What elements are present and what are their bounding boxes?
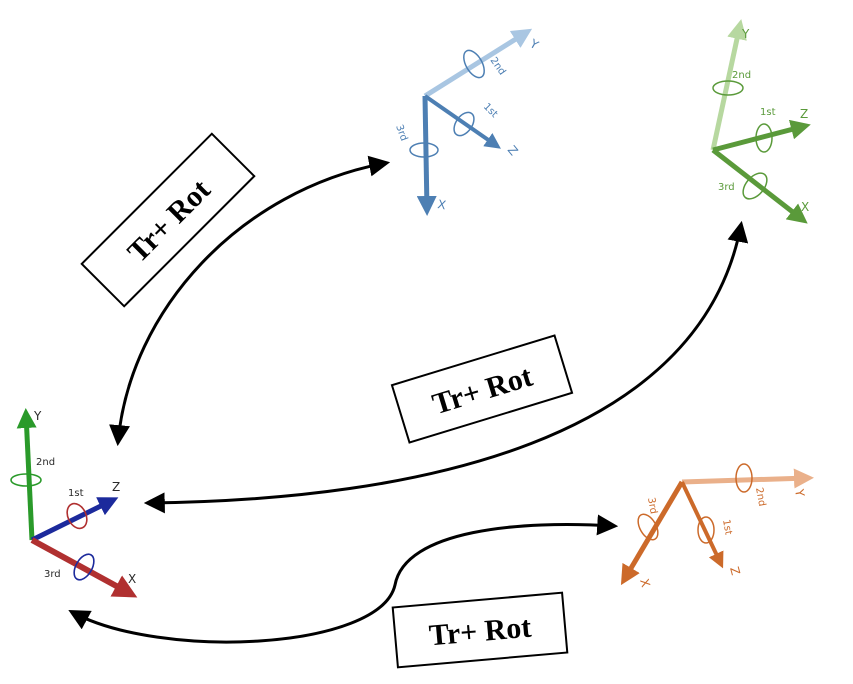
base-x-label: X: [128, 572, 136, 586]
green-z-axis: [712, 119, 811, 153]
orange-second-label: 2nd: [753, 487, 767, 508]
green-first-label: 1st: [760, 107, 776, 118]
green-frame: Y Z X 2nd 1st 3rd: [710, 19, 811, 224]
blue-frame: Y Z X 2nd 1st 3rd: [393, 28, 542, 216]
base-y-label: Y: [33, 409, 42, 423]
blue-z-label: Z: [505, 143, 521, 158]
blue-third-label: 3rd: [393, 123, 409, 142]
transform-box-1: Tr+ Rot: [80, 132, 256, 308]
base-first-label: 1st: [68, 488, 84, 499]
blue-y-label: Y: [527, 36, 542, 53]
green-y-axis: [710, 19, 747, 151]
orange-z-rotation-icon: [697, 516, 715, 544]
blue-y-axis: [423, 28, 533, 99]
green-second-label: 2nd: [732, 70, 751, 81]
base-third-label: 3rd: [44, 569, 61, 580]
green-z-rotation-icon: [755, 123, 773, 153]
blue-second-label: 2nd: [488, 55, 508, 77]
orange-x-label: X: [637, 577, 653, 589]
orange-y-label: Y: [792, 487, 807, 498]
arrow-base-to-orange: [68, 514, 619, 644]
green-x-label: X: [801, 200, 809, 214]
transform-box-3-border: [391, 591, 569, 669]
transform-box-3: Tr+ Rot: [391, 591, 569, 669]
green-y-rotation-icon: [712, 80, 744, 96]
base-y-rotation-icon: [10, 473, 42, 487]
base-z-axis: [30, 497, 119, 543]
blue-x-label: X: [436, 197, 447, 212]
transform-box-2: Tr+ Rot: [390, 334, 574, 444]
blue-z-axis: [423, 94, 501, 149]
blue-y-rotation-icon: [463, 49, 485, 79]
orange-z-axis: [680, 481, 724, 569]
blue-x-axis: [416, 95, 437, 216]
green-z-label: Z: [800, 107, 808, 121]
blue-z-rotation-icon: [453, 111, 475, 137]
orange-y-axis: [681, 468, 814, 489]
green-x-axis: [711, 148, 808, 224]
base-x-axis: [30, 537, 138, 598]
orange-third-label: 3rd: [645, 497, 659, 515]
blue-x-rotation-icon: [409, 142, 439, 158]
transform-box-1-border: [80, 132, 256, 308]
transform-box-2-border: [390, 334, 574, 444]
orange-first-label: 1st: [720, 519, 734, 536]
base-y-axis: [16, 408, 37, 541]
blue-first-label: 1st: [481, 101, 500, 120]
orange-x-rotation-icon: [637, 513, 659, 541]
orange-frame: Y Z X 2nd 1st 3rd: [620, 463, 814, 589]
green-y-label: Y: [741, 27, 750, 41]
orange-z-label: Z: [727, 565, 743, 577]
arrow-base-to-green: [143, 220, 749, 514]
base-z-label: Z: [112, 480, 120, 494]
green-third-label: 3rd: [718, 182, 735, 193]
green-x-rotation-icon: [742, 172, 768, 200]
base-second-label: 2nd: [36, 457, 55, 468]
